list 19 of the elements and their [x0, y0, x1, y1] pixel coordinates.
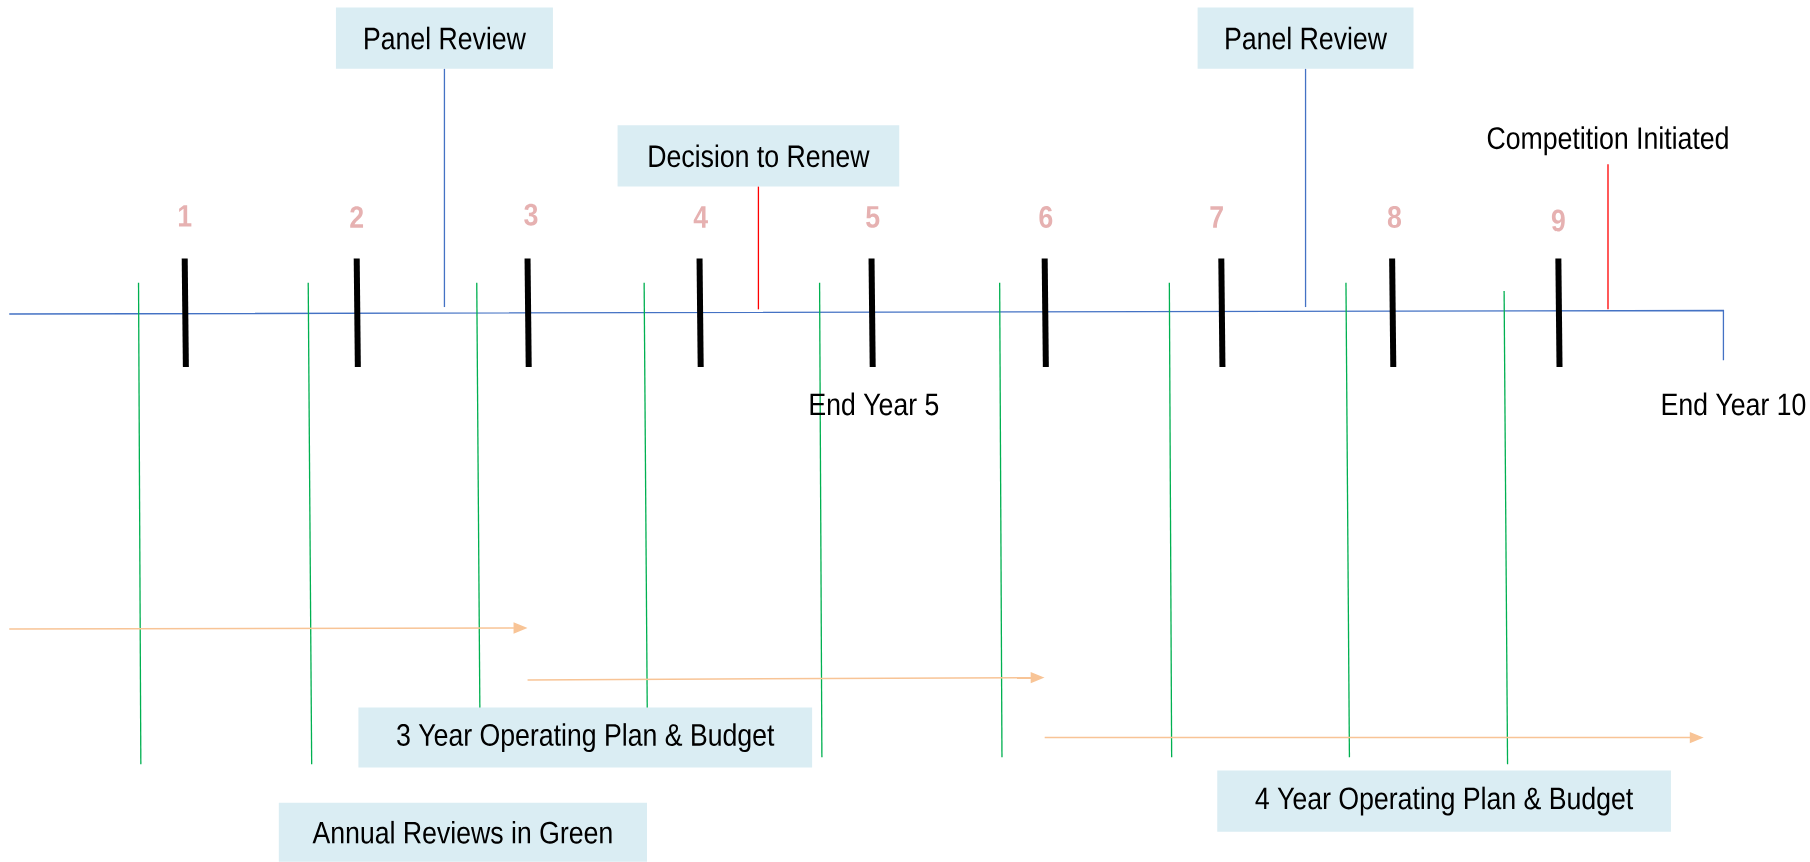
label-box: Panel Review — [1197, 7, 1414, 69]
year-number: 3 — [524, 203, 538, 226]
leader-line — [443, 68, 446, 308]
end-label: End Year 10 — [1662, 392, 1806, 416]
year-number: 2 — [350, 206, 364, 228]
year-number: 6 — [1039, 206, 1053, 228]
annotation-text: Competition Initiated — [1487, 126, 1728, 156]
leader-line — [1607, 163, 1609, 310]
year-number: 9 — [1551, 209, 1565, 232]
label-box: Panel Review — [335, 7, 553, 69]
label-box: 4 Year Operating Plan & Budget — [1217, 770, 1671, 832]
year-number: 1 — [178, 205, 192, 227]
year-number: 8 — [1387, 206, 1402, 228]
leader-line — [1304, 68, 1307, 308]
label-box: Annual Reviews in Green — [278, 802, 647, 862]
label-box: 3 Year Operating Plan & Budget — [358, 707, 813, 768]
year-number: 7 — [1210, 206, 1223, 228]
label-box: Decision to Renew — [617, 125, 900, 187]
leader-line — [757, 186, 760, 310]
